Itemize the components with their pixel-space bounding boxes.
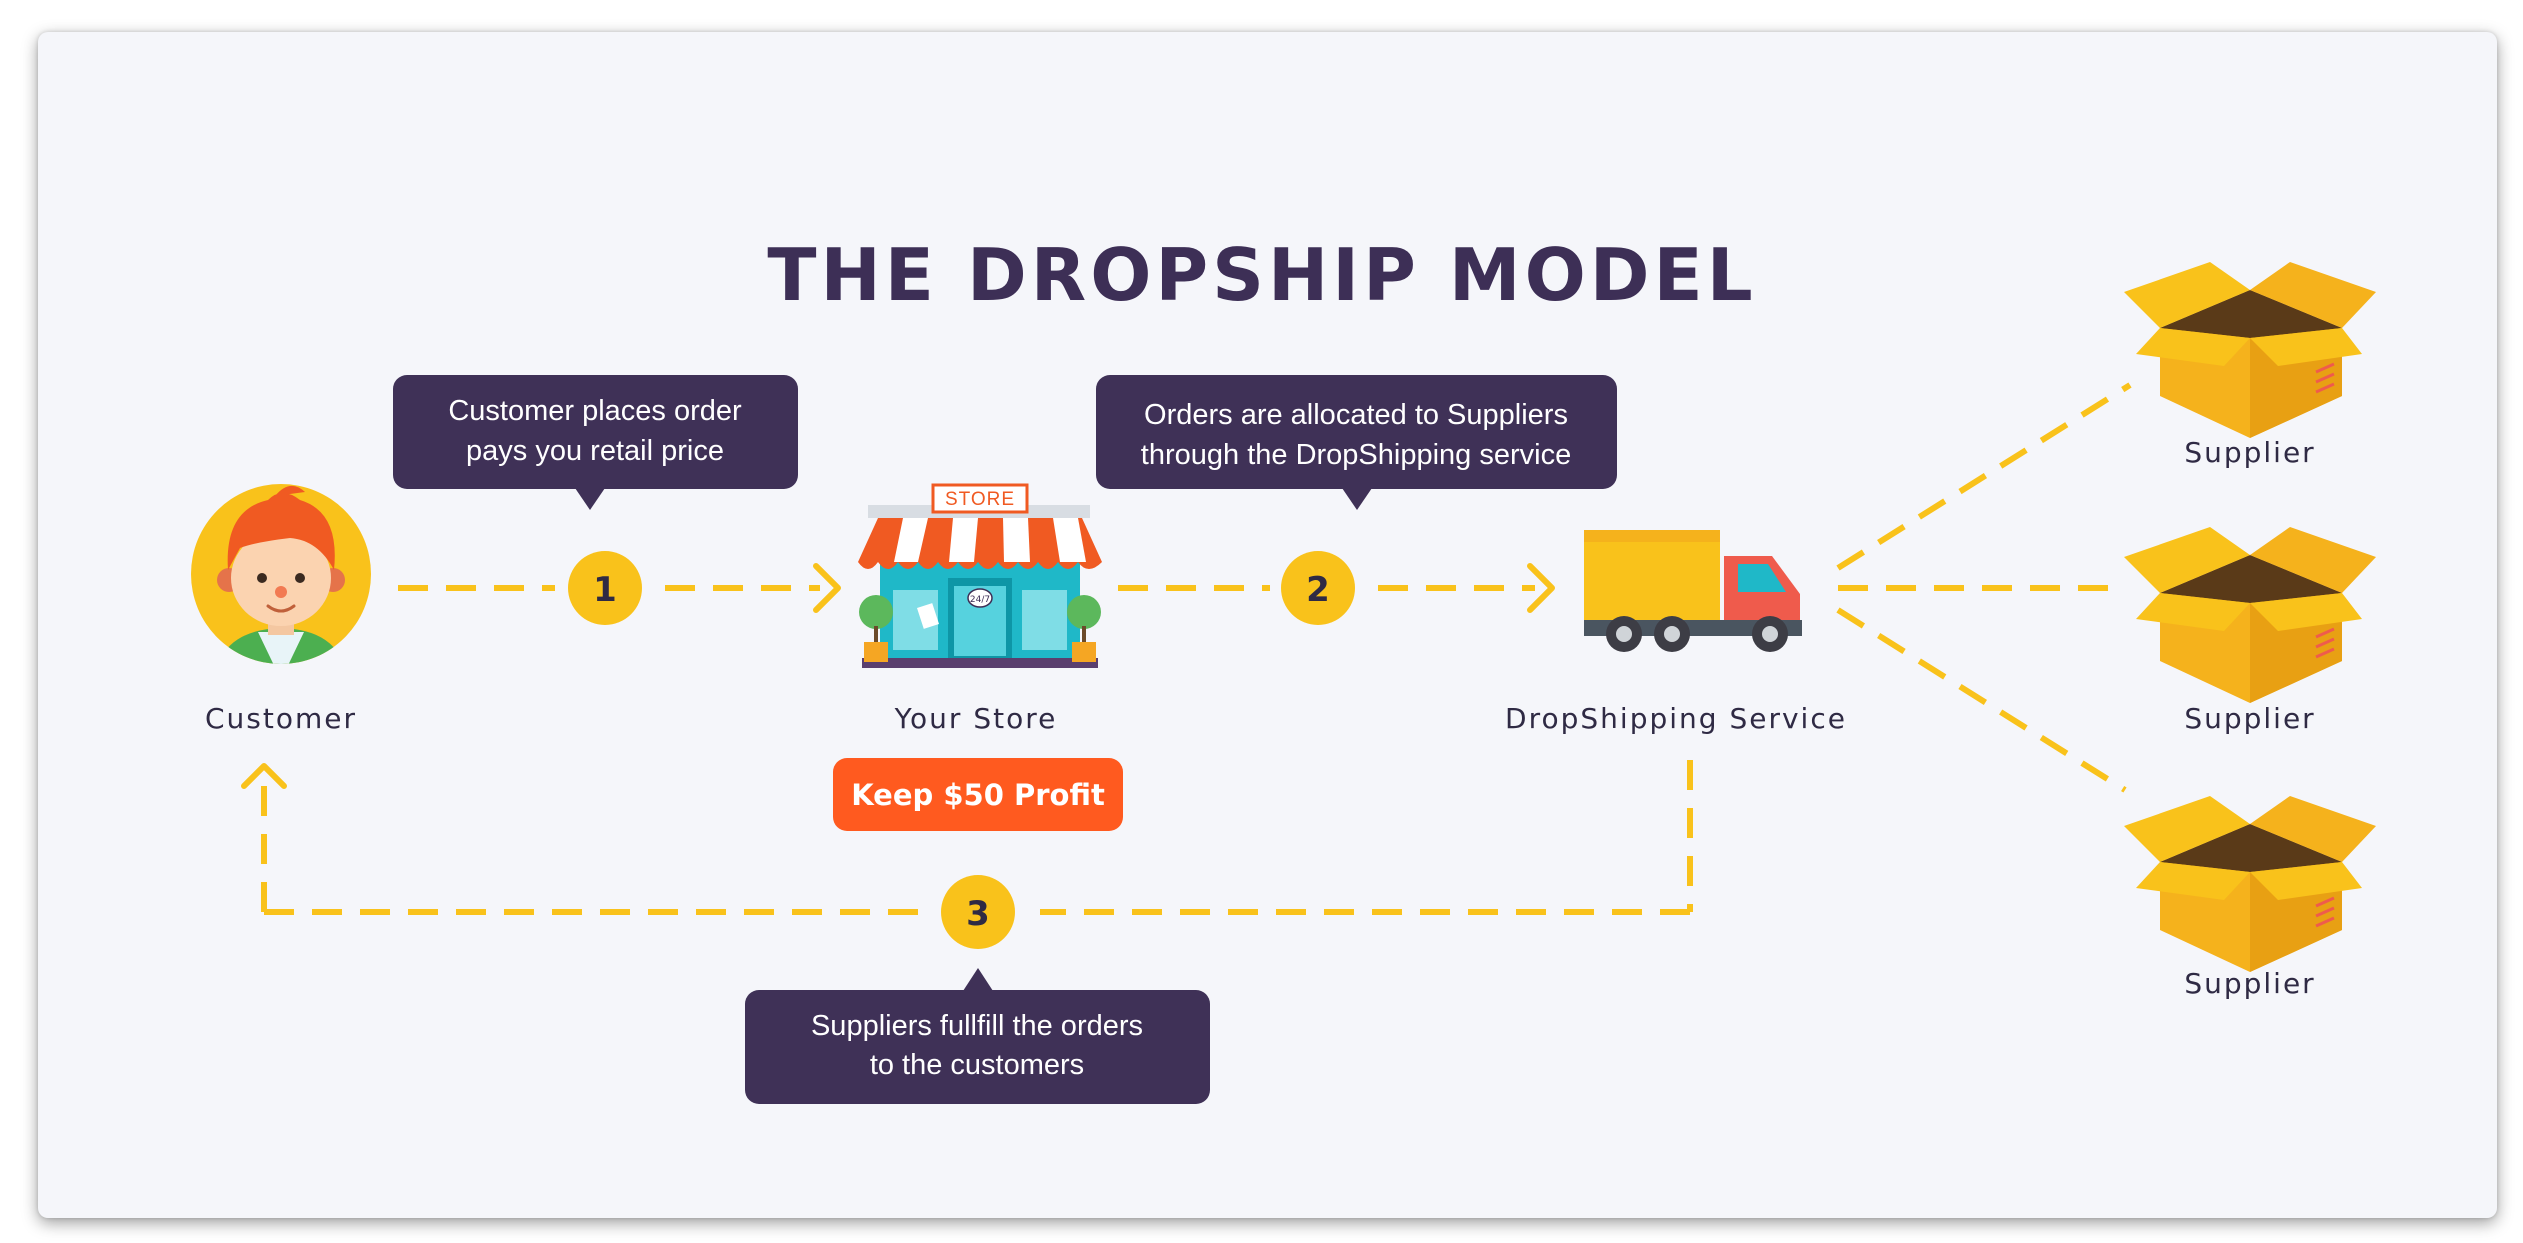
profit-badge: Keep $50 Profit [833,758,1123,831]
step-3-text-line-1: Suppliers fullfill the orders [811,1010,1143,1042]
supplier-label-3: Supplier [2184,967,2315,1000]
storefront-icon: STORE 24/7 [858,483,1102,668]
supplier-label-2: Supplier [2184,702,2315,735]
connector-service-to-suppliers [1836,382,2132,793]
step-1-text-line-1: Customer places order [448,395,742,427]
step-1-text-line-2: pays you retail price [466,435,724,467]
step-1-marker: 1 [568,551,642,625]
service-label: DropShipping Service [1505,702,1847,735]
arrow-head-2 [1527,563,1555,613]
step-2-text-line-1: Orders are allocated to Suppliers [1144,399,1568,431]
arrow-head-3 [241,763,287,789]
connector-return-to-customer [241,760,1693,915]
step-3-callout: Suppliers fullfill the orders to the cus… [745,968,1210,1104]
step-3-text-line-2: to the customers [870,1049,1084,1081]
step-3-marker: 3 [941,875,1015,949]
arrow-head-1 [813,563,841,613]
step-2-callout: Orders are allocated to Suppliers throug… [1096,375,1617,510]
step-2-text-line-2: through the DropShipping service [1141,439,1571,471]
profit-badge-text: Keep $50 Profit [851,778,1105,812]
store-door-sign: 24/7 [970,595,990,605]
step-2-marker: 2 [1281,551,1355,625]
supplier-box-icon-2 [2124,527,2376,703]
supplier-label-1: Supplier [2184,436,2315,469]
store-sign-text: STORE [945,489,1015,510]
customer-label: Customer [205,702,357,735]
diagram-card [38,32,2497,1218]
step-1-callout: Customer places order pays you retail pr… [393,375,798,510]
supplier-box-icon-1 [2124,262,2376,438]
delivery-truck-icon [1584,530,1802,652]
step-1-number: 1 [593,570,617,610]
step-2-number: 2 [1306,570,1330,610]
supplier-box-icon-3 [2124,796,2376,972]
diagram-title: THE DROPSHIP MODEL [767,233,1756,317]
step-3-number: 3 [966,894,990,934]
connector-store-to-service [1118,563,1555,613]
connector-customer-to-store [398,563,841,613]
customer-avatar-icon [191,484,371,664]
store-label: Your Store [894,702,1058,735]
